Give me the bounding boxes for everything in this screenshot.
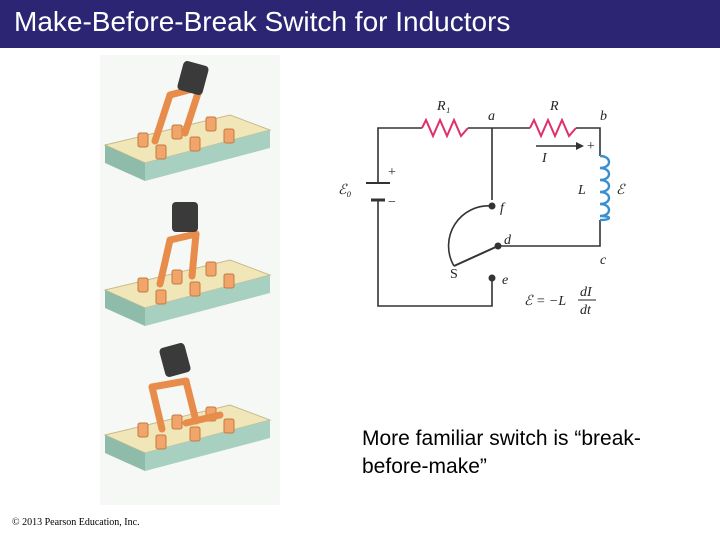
knife-switch-center-icon [104, 202, 271, 327]
equation-denominator: dt [580, 303, 592, 318]
caption-line-2: before-make” [362, 455, 487, 478]
label-e: e [502, 273, 508, 288]
rl-circuit-diagram: R₁ R a b I + L ℰ c f d e S ℰ₀ + − ℰ = −L… [338, 99, 626, 318]
switch-illustrations [104, 61, 271, 472]
label-switch: S [450, 267, 458, 282]
label-b: b [600, 109, 607, 124]
caption-line-1: More familiar switch is “break- [362, 427, 641, 450]
battery [366, 182, 390, 202]
knife-switch-closed-icon [104, 343, 271, 472]
copyright-notice: © 2013 Pearson Education, Inc. [12, 517, 140, 528]
equation-numerator: dI [580, 285, 593, 300]
title-bar: Make-Before-Break Switch for Inductors [0, 0, 720, 48]
label-c: c [600, 253, 607, 268]
equation-lhs: ℰ = −L [524, 294, 566, 309]
caption: More familiar switch is “break- before-m… [362, 425, 702, 481]
knife-switch-open-icon [104, 61, 271, 182]
label-emf-0: ℰ₀ [338, 183, 351, 198]
label-battery-plus: + [388, 165, 396, 180]
label-a: a [488, 109, 495, 124]
label-r: R [549, 99, 559, 114]
label-emf-l: ℰ [616, 183, 626, 198]
label-i: I [541, 151, 548, 166]
label-battery-minus: − [388, 195, 396, 210]
current-arrow [536, 142, 584, 150]
slide-title: Make-Before-Break Switch for Inductors [14, 6, 511, 37]
label-l: L [577, 183, 586, 198]
label-d: d [504, 233, 512, 248]
resistor-r [529, 117, 577, 139]
label-f: f [500, 201, 506, 216]
switch-s [447, 202, 502, 282]
inductor-coil [599, 154, 611, 222]
resistor-r1 [421, 117, 469, 139]
label-r1: R₁ [436, 99, 450, 114]
label-plus-inductor: + [586, 139, 595, 154]
circuit-wires [377, 127, 601, 307]
